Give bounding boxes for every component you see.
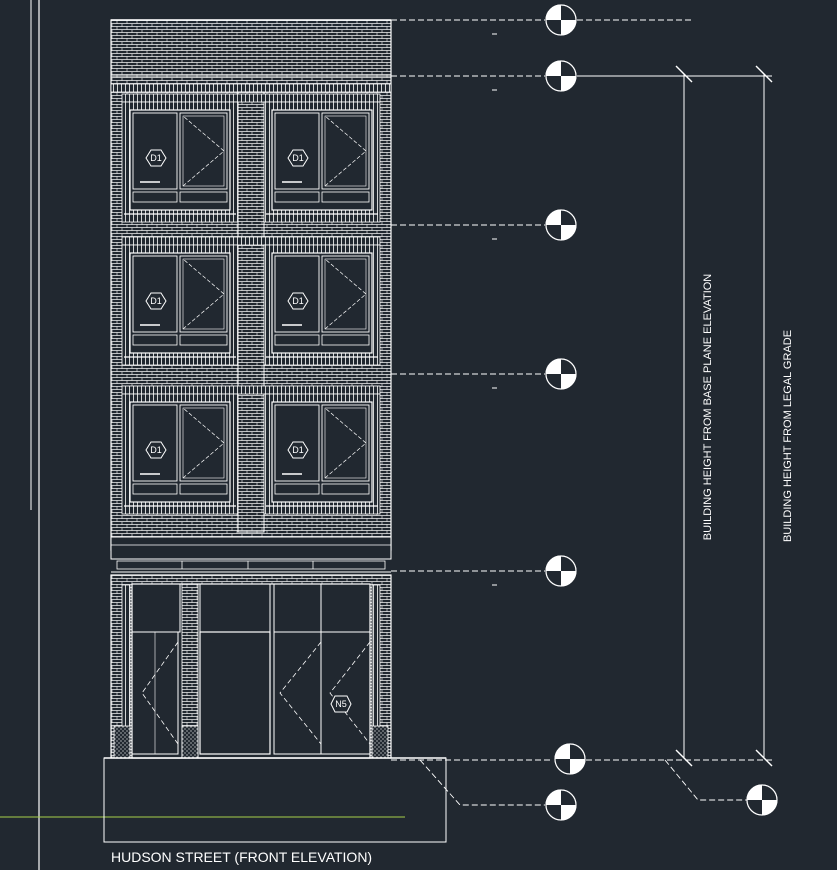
elevation-datum-marker-icon bbox=[545, 358, 577, 390]
window-tag-label: D1 bbox=[150, 296, 162, 306]
hexagon-tag-icon bbox=[145, 441, 167, 459]
window-tag-label: D1 bbox=[292, 153, 304, 163]
window-lintel bbox=[121, 385, 381, 395]
window-tag-label: D1 bbox=[292, 445, 304, 455]
elevation-datum-marker-icon bbox=[545, 4, 577, 36]
elevation-datum-marker-icon bbox=[545, 789, 577, 821]
left-border-lines bbox=[30, 0, 40, 870]
drawing-title: HUDSON STREET (FRONT ELEVATION) bbox=[111, 849, 372, 865]
entry-door bbox=[199, 631, 271, 755]
storefront: N5 bbox=[113, 583, 389, 759]
hexagon-tag-icon bbox=[287, 149, 309, 167]
window-lintel bbox=[121, 93, 381, 103]
dimension-base-plane: BUILDING HEIGHT FROM BASE PLANE ELEVATIO… bbox=[675, 65, 714, 767]
window-unit: D1 bbox=[121, 101, 239, 223]
hexagon-tag-icon bbox=[145, 292, 167, 310]
window-tag-label: D1 bbox=[150, 445, 162, 455]
dimension-label-legal-grade: BUILDING HEIGHT FROM LEGAL GRADE bbox=[782, 330, 794, 542]
dimension-legal-grade: BUILDING HEIGHT FROM LEGAL GRADE bbox=[755, 65, 794, 767]
storefront-panel-right bbox=[273, 631, 371, 755]
storefront-cornice bbox=[110, 536, 392, 573]
window-unit: D1 bbox=[121, 244, 239, 366]
hexagon-tag-icon bbox=[330, 695, 352, 713]
elevation-datum-marker-icon bbox=[554, 743, 586, 775]
elevation-datum-marker-icon bbox=[746, 784, 778, 816]
hexagon-tag-icon bbox=[287, 441, 309, 459]
parapet-coping bbox=[110, 83, 392, 93]
window-unit: D1 bbox=[263, 244, 381, 366]
dimension-label-base-plane: BUILDING HEIGHT FROM BASE PLANE ELEVATIO… bbox=[702, 274, 714, 541]
elevation-datum-marker-icon bbox=[545, 209, 577, 241]
storefront-frame bbox=[131, 583, 371, 759]
window-unit: D1 bbox=[121, 393, 239, 515]
window-lintel bbox=[121, 236, 381, 246]
window-unit: D1 bbox=[263, 393, 381, 515]
window-tag-label: D1 bbox=[292, 296, 304, 306]
central-pier bbox=[237, 91, 265, 533]
stone-base-left bbox=[113, 725, 131, 759]
window-unit: D1 bbox=[263, 101, 381, 223]
elevation-datum-marker-icon bbox=[545, 60, 577, 92]
storefront-tag-label: N5 bbox=[335, 699, 347, 709]
stone-base-right bbox=[371, 725, 389, 759]
storefront-tag: N5 bbox=[330, 695, 352, 713]
level-datums bbox=[391, 4, 778, 821]
window-tag-label: D1 bbox=[150, 153, 162, 163]
hexagon-tag-icon bbox=[145, 149, 167, 167]
elevation-datum-marker-icon bbox=[545, 555, 577, 587]
hexagon-tag-icon bbox=[287, 292, 309, 310]
sidewalk-outline bbox=[103, 757, 447, 843]
stone-base-middle bbox=[181, 725, 199, 759]
